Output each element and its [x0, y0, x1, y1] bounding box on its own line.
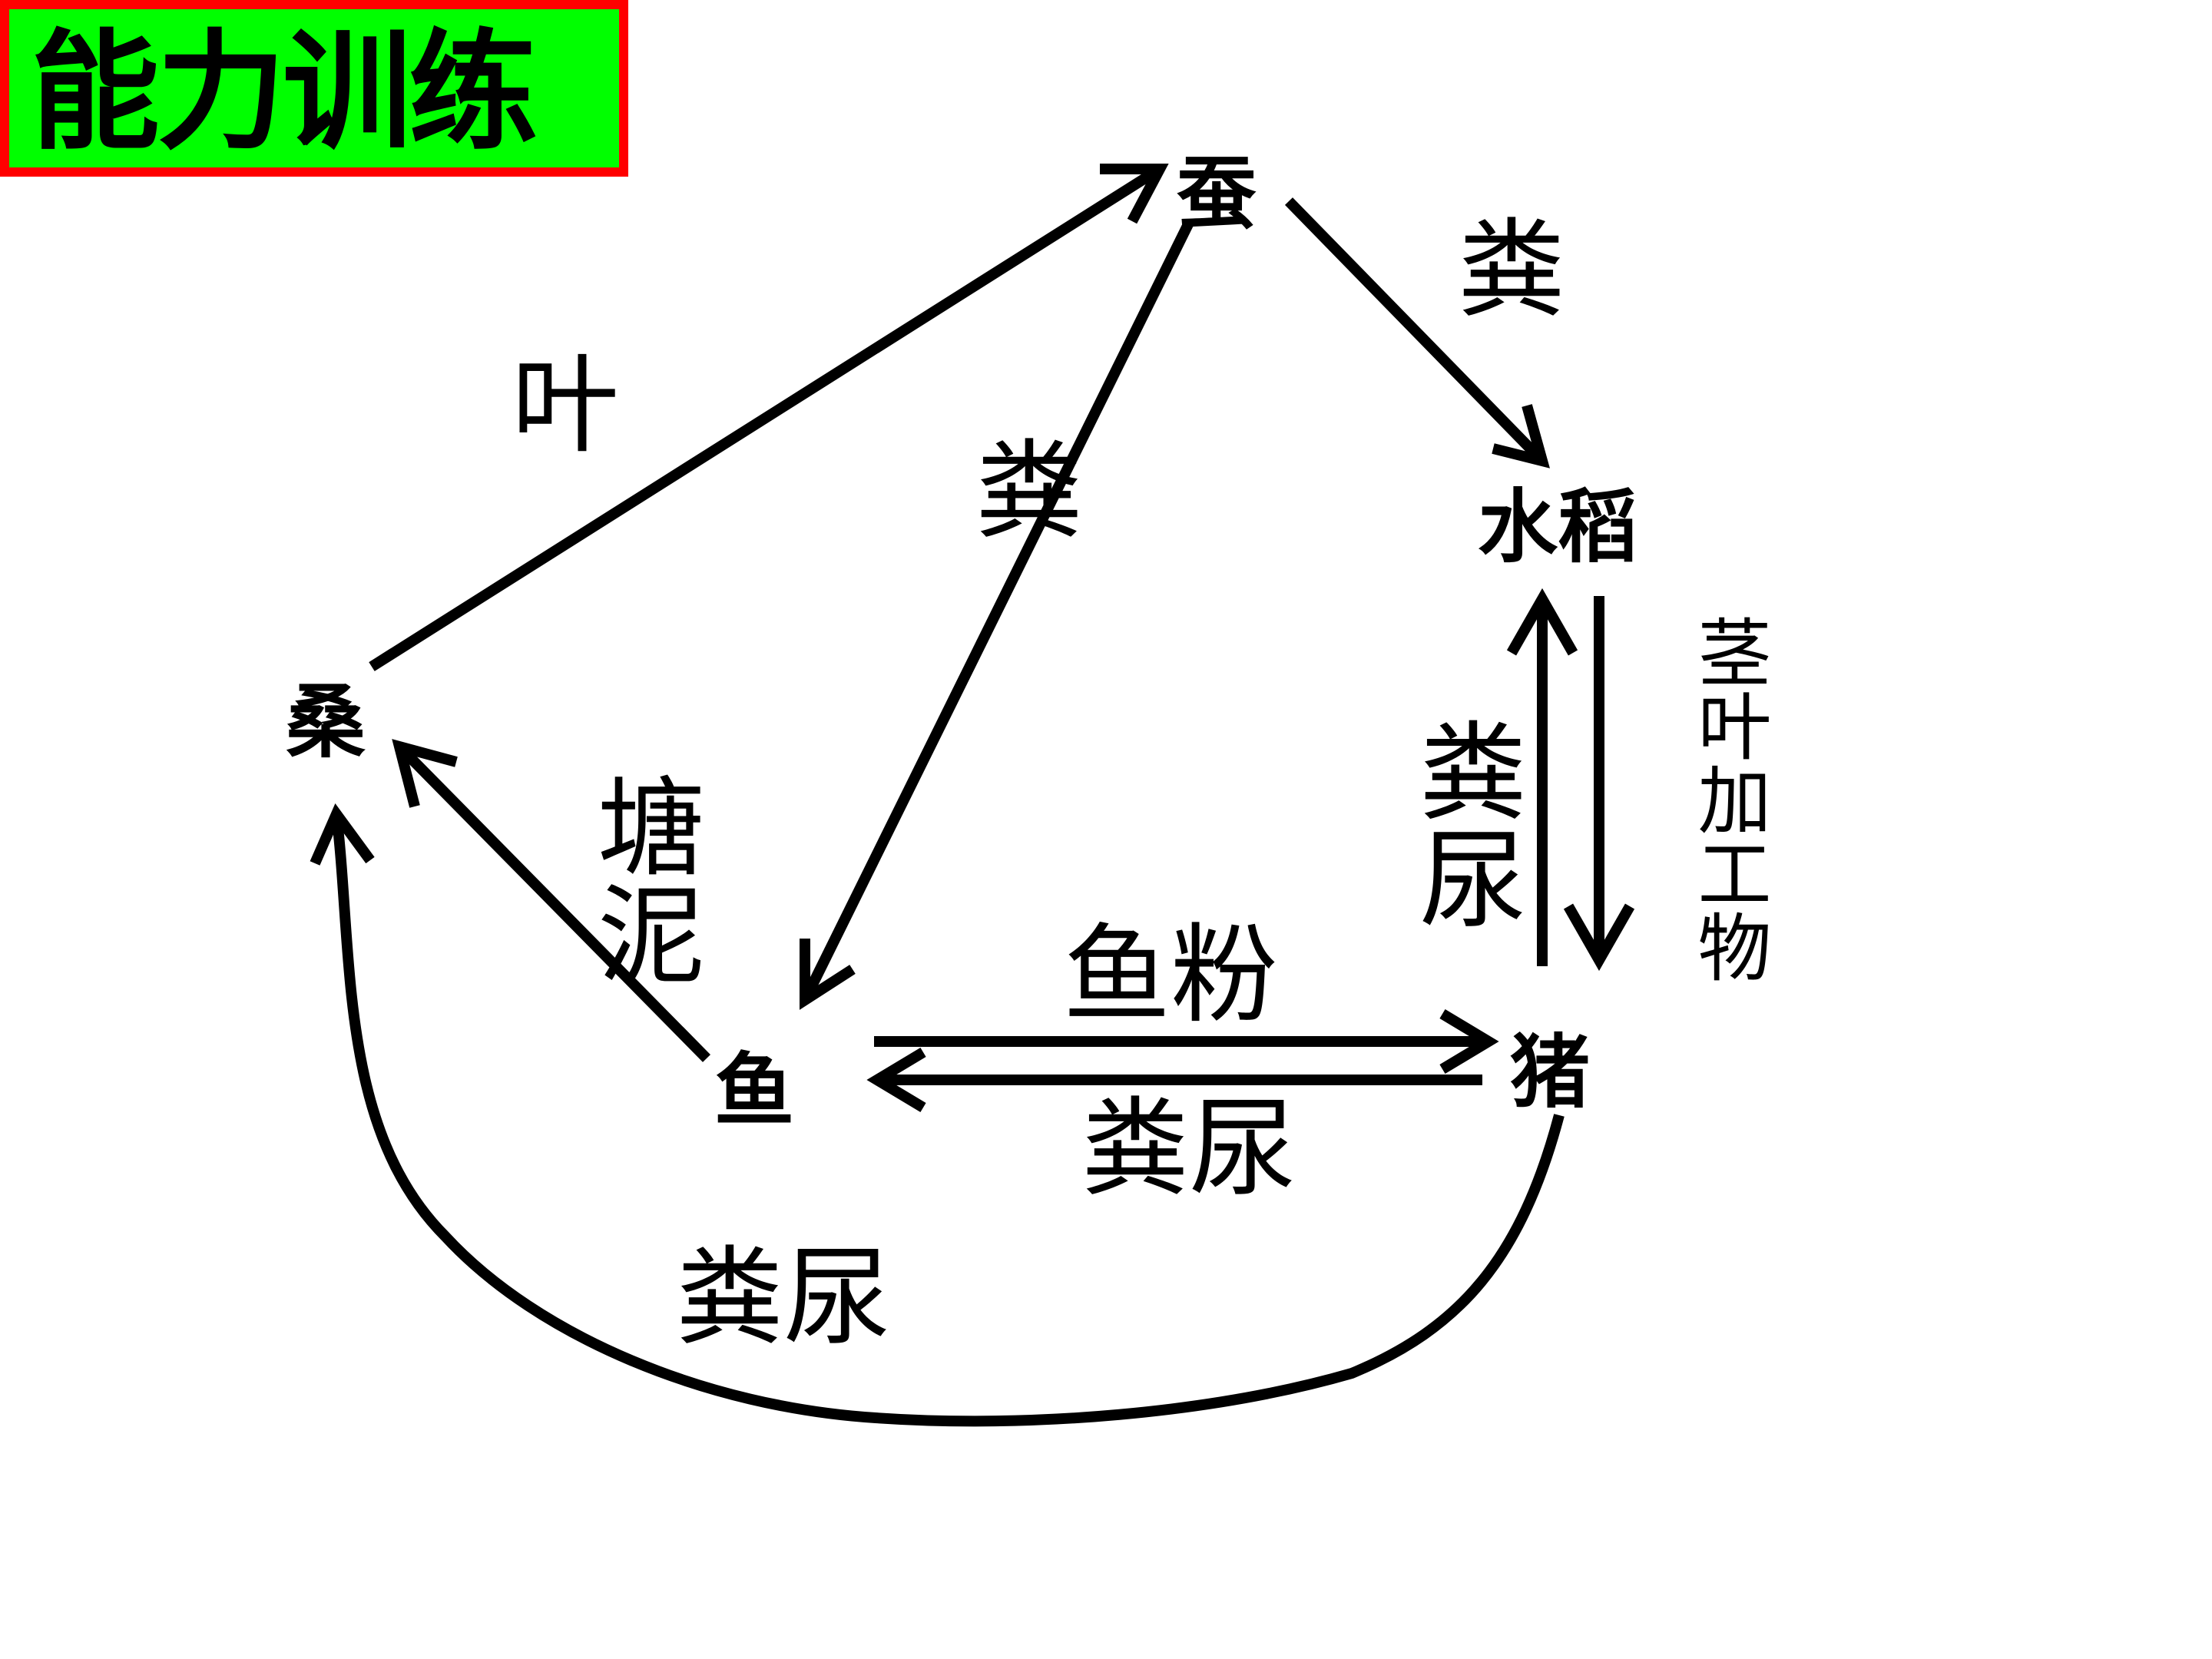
node-rice: 水稻 — [1478, 480, 1638, 574]
label-fish-meal: 鱼粉 — [1063, 913, 1279, 1038]
label-pig-waste-to-rice: 粪尿 — [1401, 716, 1526, 931]
edge-silkworm-to-rice — [1284, 197, 1550, 469]
node-silkworm: 蚕 — [1177, 147, 1257, 240]
label-silkworm-dung-to-fish: 粪 — [975, 429, 1084, 555]
edge-silkworm-to-fish — [800, 220, 1194, 1010]
node-pig: 猪 — [1510, 1025, 1591, 1119]
label-pig-waste-to-mulberry: 粪尿 — [676, 1236, 892, 1361]
label-pond-mud: 塘泥 — [579, 771, 704, 986]
page-title: 能力训练 — [31, 17, 538, 167]
node-fish: 鱼 — [714, 1044, 795, 1137]
edge-pig-to-mulberry — [310, 803, 1565, 1427]
edge-pig-to-fish — [866, 1047, 1482, 1113]
edge-mulberry-to-silkworm — [369, 164, 1169, 671]
edge-pig-to-rice — [1506, 588, 1578, 966]
edge-rice-to-pig — [1563, 596, 1635, 972]
label-leaf: 叶 — [512, 343, 620, 469]
edge-fish-to-mulberry — [392, 739, 710, 1062]
title-banner: 能力训练 — [0, 0, 628, 177]
node-mulberry: 桑 — [286, 675, 366, 769]
label-silkworm-dung-to-rice: 粪 — [1458, 208, 1566, 333]
edge-fish-to-pig — [874, 1008, 1499, 1075]
label-processed-stems-leaves: 茎叶加工物 — [1685, 614, 1771, 983]
label-pig-waste-to-fish: 粪尿 — [1081, 1087, 1297, 1212]
